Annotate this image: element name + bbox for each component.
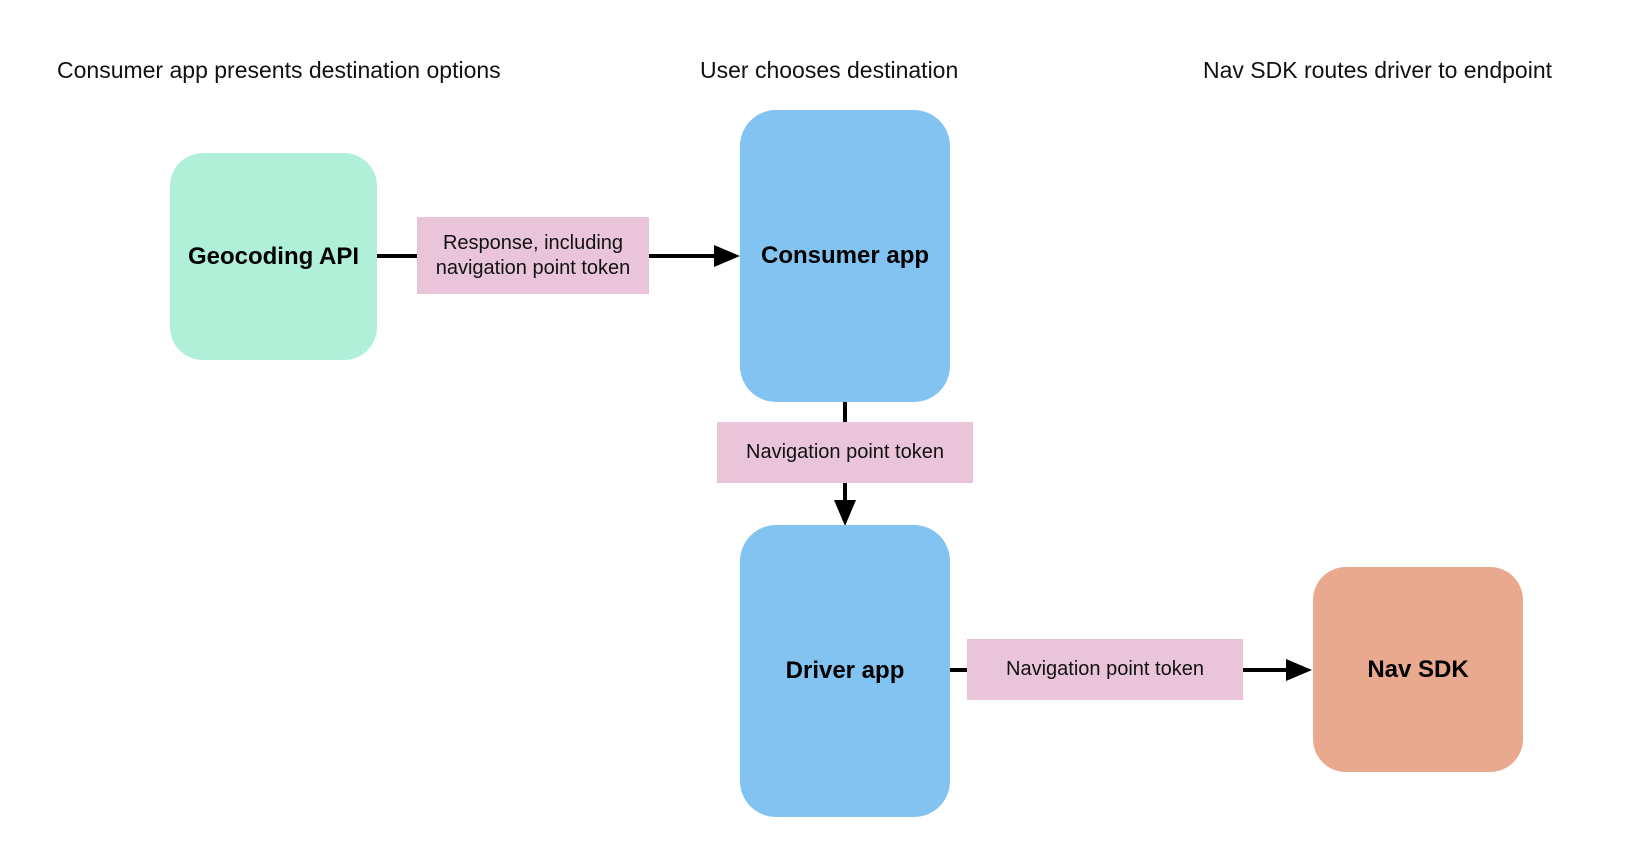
node-driver-app: Driver app (740, 525, 950, 817)
node-geocoding-api: Geocoding API (170, 153, 377, 360)
edge-label-text: Navigation point token (746, 441, 944, 463)
edge-label-text: Navigation point token (1006, 658, 1204, 680)
edge-label-response-including-token: Response, including navigation point tok… (417, 217, 649, 294)
arrow-head-icon (714, 245, 740, 267)
stage-title-consumer-presents: Consumer app presents destination option… (57, 57, 501, 83)
arrow-head-icon (834, 500, 856, 526)
node-consumer-app: Consumer app (740, 110, 950, 402)
edge-label-navigation-point-token-1: Navigation point token (717, 422, 973, 483)
node-label: Driver app (785, 657, 905, 684)
stage-title-nav-sdk-routes: Nav SDK routes driver to endpoint (1203, 57, 1553, 83)
arrow-head-icon (1286, 659, 1312, 681)
node-label: Consumer app (760, 242, 930, 269)
stage-title-user-chooses: User chooses destination (700, 57, 959, 83)
node-nav-sdk: Nav SDK (1313, 567, 1523, 772)
node-label: Geocoding API (187, 242, 360, 270)
edge-label-text: Response, including navigation point tok… (435, 231, 631, 279)
edge-label-navigation-point-token-2: Navigation point token (967, 639, 1243, 700)
node-label: Nav SDK (1367, 655, 1469, 683)
